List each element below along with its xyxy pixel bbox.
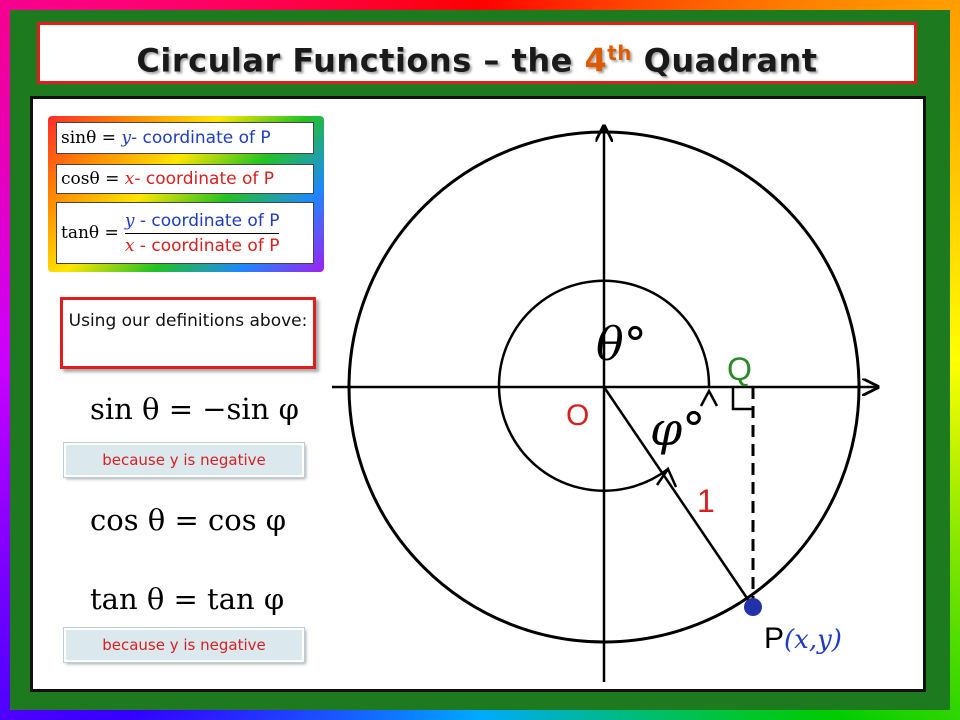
tan-definition: tanθ = y - coordinate of P x - coordinat… — [56, 202, 314, 264]
title-superscript: th — [607, 41, 633, 65]
title-suffix: Quadrant — [632, 41, 818, 80]
sin-note: because y is negative — [64, 443, 304, 477]
cos-definition-func: cosθ = — [61, 169, 120, 189]
q-label: Q — [727, 351, 752, 387]
definitions-callout: Using our definitions above: — [60, 297, 316, 369]
title-number: 4 — [584, 41, 608, 80]
tan-definition-func: tanθ = — [61, 223, 119, 243]
tan-identity: tan θ = tan φ — [90, 582, 285, 616]
radius-label: 1 — [697, 483, 715, 519]
cos-definition-rest: - coordinate of P — [134, 169, 275, 189]
p-label-letter: P — [764, 622, 784, 655]
sin-definition-func: sinθ = — [61, 128, 116, 148]
theta-label: θ° — [596, 317, 647, 371]
p-label: P(x,y) — [764, 622, 842, 655]
sin-definition-rest: - coordinate of P — [131, 128, 271, 148]
tan-denominator-var: x — [124, 235, 135, 256]
phi-arc-arrowhead — [699, 388, 719, 407]
tan-note: because y is negative — [64, 628, 304, 662]
sin-definition: sinθ = y - coordinate of P — [56, 122, 314, 154]
theta-arc-arrowhead — [655, 466, 678, 488]
origin-label: O — [566, 399, 589, 432]
title-prefix: Circular Functions – the — [136, 41, 585, 80]
cos-definition-var: x — [124, 169, 135, 189]
cos-identity: cos θ = cos φ — [90, 503, 287, 537]
tan-denominator-rest: - coordinate of P — [134, 235, 280, 256]
phi-label: φ° — [650, 402, 705, 456]
sin-identity: sin θ = −sin φ — [90, 392, 299, 426]
tan-numerator-rest: - coordinate of P — [134, 210, 280, 231]
cos-definition: cosθ = x - coordinate of P — [56, 164, 314, 194]
page-title: Circular Functions – the 4th Quadrant — [37, 22, 917, 84]
tan-numerator-var: y — [124, 210, 135, 231]
point-p — [744, 598, 762, 616]
p-label-coords: (x,y) — [784, 625, 842, 655]
radius-line — [602, 386, 755, 608]
theta-arc — [497, 279, 711, 492]
right-angle-marker — [731, 387, 753, 411]
sin-definition-var: y — [121, 128, 132, 148]
